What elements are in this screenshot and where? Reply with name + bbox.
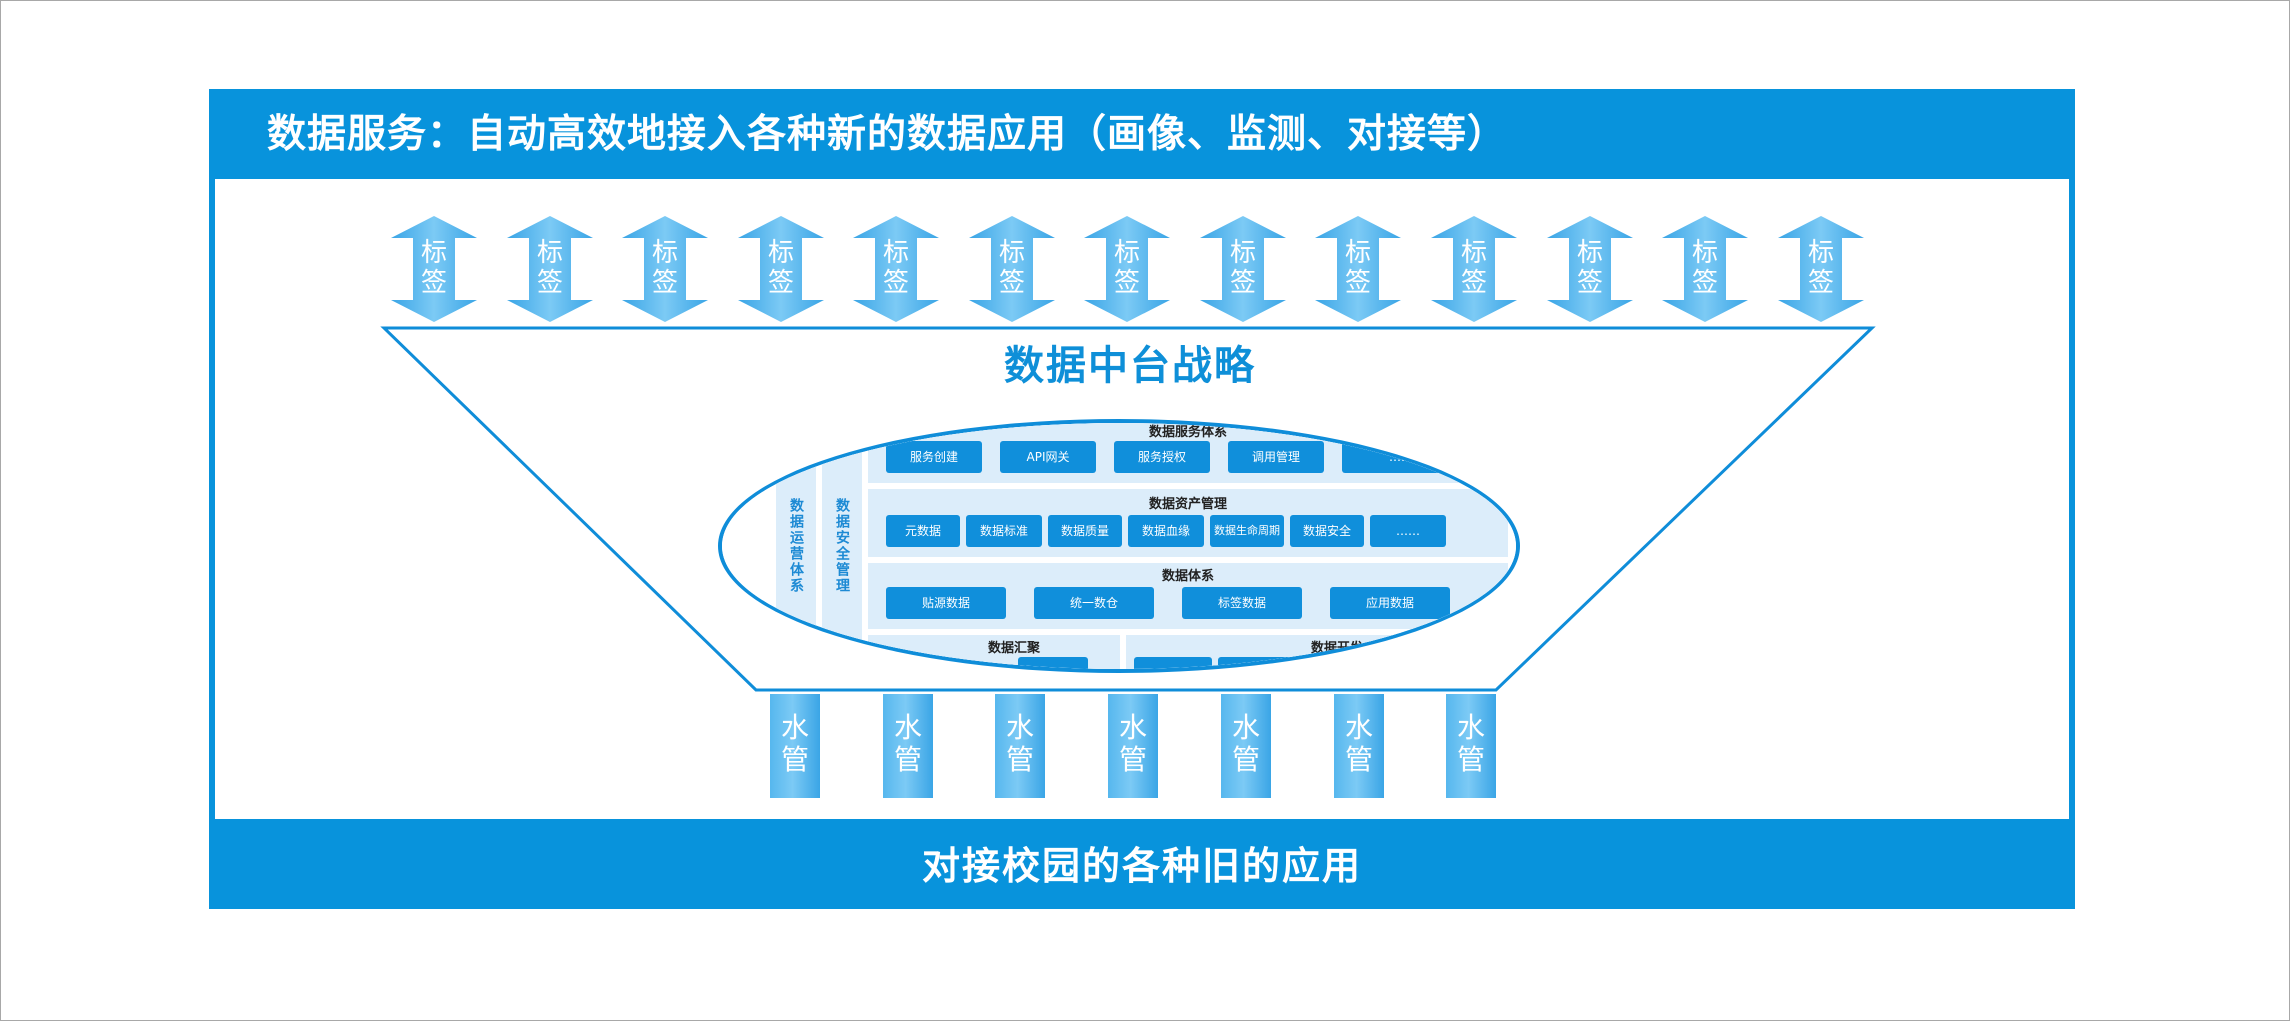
tag-label: 标 签	[1460, 238, 1487, 298]
water-pipe: 水 管	[1334, 694, 1384, 798]
double-arrow-icon	[969, 216, 1055, 322]
tag-label: 标 签	[1344, 238, 1371, 298]
operations-system-bar: 数据运营体系	[776, 423, 816, 669]
double-arrow-icon	[507, 216, 593, 322]
operations-system-label: 数据运营体系	[788, 498, 804, 594]
legacy-apps-title: 对接校园的各种旧的应用	[921, 844, 1362, 888]
data-system-layer: 数据体系 贴源数据 统一数仓 标签数据 应用数据	[868, 563, 1508, 629]
tag-double-arrow: 标 签	[1200, 216, 1286, 322]
chip-call-management: 调用管理	[1228, 441, 1324, 473]
tag-label: 标 签	[1229, 238, 1256, 298]
pipe-label: 水 管	[780, 711, 809, 776]
pipe-body	[1446, 694, 1496, 798]
security-management-label: 数据安全管理	[834, 498, 850, 594]
water-pipe: 水 管	[883, 694, 933, 798]
tag-double-arrow: 标 签	[507, 216, 593, 322]
double-arrow-icon	[1315, 216, 1401, 322]
asset-layer: 数据资产管理 元数据 数据标准 数据质量 数据血缘 数据生命周期 数据安全 ……	[868, 489, 1508, 557]
water-pipe: 水 管	[995, 694, 1045, 798]
double-arrow-icon	[1778, 216, 1864, 322]
service-layer: 数据服务体系 服务创建 API网关 服务授权 调用管理 ……	[868, 423, 1508, 483]
double-arrow-icon	[391, 216, 477, 322]
pipe-body	[770, 694, 820, 798]
water-pipe: 水 管	[1221, 694, 1271, 798]
tag-label: 标 签	[651, 238, 678, 298]
tag-double-arrow: 标 签	[738, 216, 824, 322]
chip-service-create: 服务创建	[886, 441, 982, 473]
data-system-title: 数据体系	[1161, 569, 1214, 584]
pipe-label: 水 管	[1005, 711, 1034, 776]
pipe-label: 水 管	[1456, 711, 1485, 776]
chip-data-lineage: 数据血缘	[1128, 515, 1204, 547]
tag-label: 标 签	[1113, 238, 1140, 298]
tag-double-arrow: 标 签	[1315, 216, 1401, 322]
service-layer-title: 数据服务体系	[1148, 425, 1227, 440]
tag-label: 标 签	[1576, 238, 1603, 298]
chip-metadata: 元数据	[886, 515, 960, 547]
double-arrow-icon	[622, 216, 708, 322]
pipe-body	[995, 694, 1045, 798]
tag-double-arrow: 标 签	[1778, 216, 1864, 322]
tag-double-arrow: 标 签	[1662, 216, 1748, 322]
pipe-body	[1108, 694, 1158, 798]
chip-dev-partial-2	[1218, 657, 1378, 669]
pipe-body	[1221, 694, 1271, 798]
pipe-label: 水 管	[1118, 711, 1147, 776]
tag-label: 标 签	[536, 238, 563, 298]
chip-data-standard: 数据标准	[966, 515, 1042, 547]
chip-application-data: 应用数据	[1330, 587, 1450, 619]
chip-asset-more: ……	[1370, 515, 1446, 547]
tag-label: 标 签	[998, 238, 1025, 298]
chip-data-quality: 数据质量	[1048, 515, 1122, 547]
tag-double-arrow: 标 签	[1431, 216, 1517, 322]
chip-api-gateway: API网关	[1000, 441, 1096, 473]
pipe-label: 水 管	[893, 711, 922, 776]
double-arrow-icon	[1431, 216, 1517, 322]
tag-label: 标 签	[420, 238, 447, 298]
asset-layer-title: 数据资产管理	[1148, 497, 1227, 512]
chip-tag-data: 标签数据	[1182, 587, 1302, 619]
chip-data-lifecycle: 数据生命周期	[1210, 515, 1284, 547]
chip-dev-partial-1	[1134, 657, 1212, 669]
pipe-label: 水 管	[1231, 711, 1260, 776]
tag-double-arrow: 标 签	[391, 216, 477, 322]
chip-unified-warehouse: 统一数仓	[1034, 587, 1154, 619]
tag-label: 标 签	[767, 238, 794, 298]
double-arrow-icon	[1200, 216, 1286, 322]
double-arrow-icon	[738, 216, 824, 322]
pipe-body	[1334, 694, 1384, 798]
water-pipe: 水 管	[770, 694, 820, 798]
double-arrow-icon	[1084, 216, 1170, 322]
data-aggregation-title: 数据汇聚	[987, 641, 1040, 656]
tag-double-arrow: 标 签	[622, 216, 708, 322]
tag-double-arrow: 标 签	[969, 216, 1055, 322]
double-arrow-icon	[1547, 216, 1633, 322]
tag-double-arrow: 标 签	[853, 216, 939, 322]
data-middle-platform-title: 数据中台战略	[1004, 343, 1256, 389]
double-arrow-icon	[1662, 216, 1748, 322]
tag-label: 标 签	[1807, 238, 1834, 298]
double-arrow-icon	[853, 216, 939, 322]
security-management-bar: 数据安全管理	[822, 423, 862, 669]
data-core-ellipse: 数据运营体系 数据安全管理 数据服务体系 服务创建 API网关 服务授权 调用管…	[718, 419, 1520, 673]
tag-double-arrow: 标 签	[1547, 216, 1633, 322]
chip-service-auth: 服务授权	[1114, 441, 1210, 473]
pipe-body	[883, 694, 933, 798]
tag-double-arrow: 标 签	[1084, 216, 1170, 322]
water-pipe: 水 管	[1446, 694, 1496, 798]
data-development-title: 数据开发	[1310, 641, 1363, 656]
water-pipe: 水 管	[1108, 694, 1158, 798]
chip-source-data: 贴源数据	[886, 587, 1006, 619]
chip-aggregation-partial	[1018, 657, 1088, 669]
tag-label: 标 签	[1691, 238, 1718, 298]
tag-label: 标 签	[882, 238, 909, 298]
chip-data-security: 数据安全	[1290, 515, 1364, 547]
data-service-title: 数据服务：自动高效地接入各种新的数据应用（画像、监测、对接等）	[267, 112, 1508, 157]
chip-service-more: ……	[1342, 441, 1460, 473]
data-development-layer: 数据开发	[1126, 635, 1508, 669]
pipe-label: 水 管	[1344, 711, 1373, 776]
data-aggregation-layer: 数据汇聚	[868, 635, 1120, 669]
